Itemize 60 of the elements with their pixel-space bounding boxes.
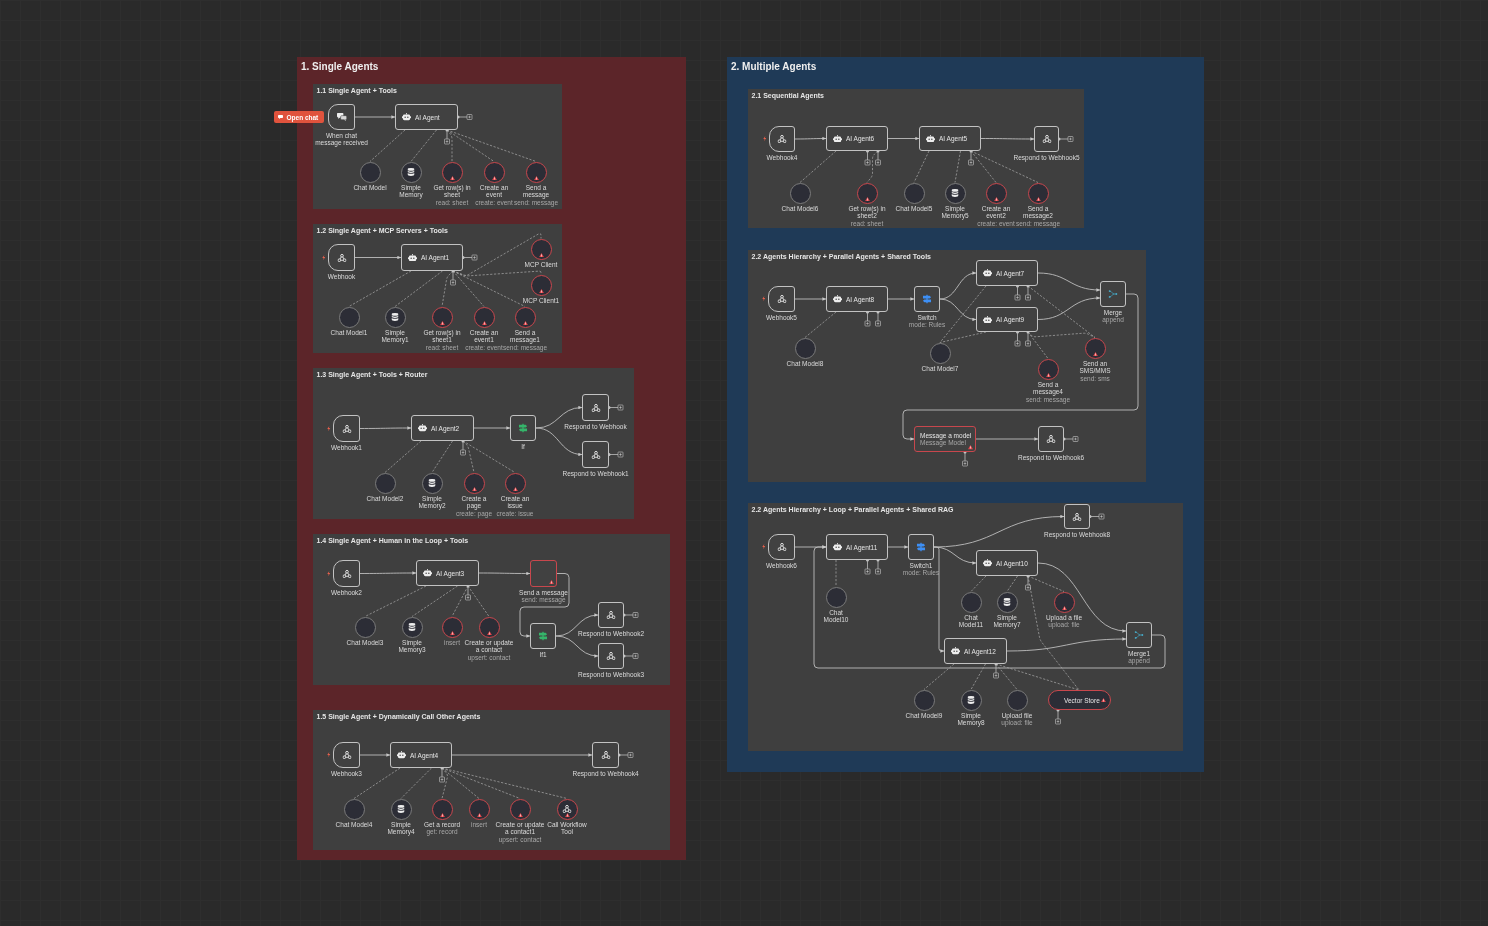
agent-node — [976, 550, 1038, 576]
dashed-connector — [451, 585, 469, 617]
dashed-connector — [452, 270, 485, 307]
group-panel — [313, 368, 634, 519]
dashed-connector — [866, 150, 879, 183]
agent-node — [944, 638, 1007, 664]
dashed-connector — [970, 150, 1039, 183]
group-panel — [313, 224, 562, 353]
section-panel — [727, 57, 1204, 772]
dashed-connector — [1027, 285, 1096, 338]
agent-node — [976, 307, 1038, 332]
dashed-connector — [462, 440, 516, 473]
dashed-connector — [1027, 575, 1065, 592]
group-panel — [748, 503, 1183, 751]
dashed-connector — [446, 129, 495, 162]
dashed-connector — [970, 150, 997, 183]
dashed-connector — [394, 270, 443, 307]
dashed-connector — [913, 150, 930, 183]
dashed-connector — [411, 585, 458, 617]
dashed-connector — [1027, 331, 1096, 338]
dashed-connector — [804, 311, 837, 338]
agent-node — [401, 244, 463, 271]
agent-node — [826, 534, 888, 560]
agent-node — [395, 104, 458, 130]
dashed-connector — [441, 270, 454, 307]
dashed-connector — [400, 767, 432, 799]
agent-node — [416, 560, 479, 586]
section-title: 2. Multiple Agents — [731, 61, 817, 72]
dashed-connector — [923, 663, 955, 690]
dashed-connector — [441, 767, 480, 799]
group-panel — [313, 710, 670, 850]
group-panel — [748, 89, 1084, 228]
group-panel — [748, 250, 1146, 482]
dashed-connector — [384, 440, 422, 473]
dashed-connector — [835, 559, 837, 587]
dashed-connector — [452, 270, 526, 307]
dashed-connector — [970, 575, 987, 592]
agent-node — [976, 260, 1038, 286]
action-node — [914, 426, 976, 452]
dashed-connector — [970, 663, 986, 690]
tool-node — [1048, 690, 1111, 710]
dashed-connector — [1006, 575, 1018, 592]
dashed-connector — [467, 585, 490, 617]
agent-node — [390, 742, 452, 768]
agent-node — [826, 286, 888, 312]
agent-node — [919, 126, 981, 151]
agent-node — [411, 415, 474, 441]
dashed-connector — [348, 270, 412, 307]
section-title: 1. Single Agents — [301, 61, 379, 72]
dashed-connector — [410, 129, 437, 162]
dashed-connector — [799, 150, 837, 183]
dashed-connector — [954, 150, 961, 183]
dashed-connector — [353, 767, 401, 799]
dashed-connector — [431, 440, 453, 473]
group-panel — [313, 534, 670, 685]
dashed-connector — [939, 285, 987, 343]
dashed-connector — [364, 585, 427, 617]
agent-node — [826, 126, 888, 151]
dashed-connector — [369, 129, 406, 162]
dashed-connector — [995, 663, 1018, 690]
